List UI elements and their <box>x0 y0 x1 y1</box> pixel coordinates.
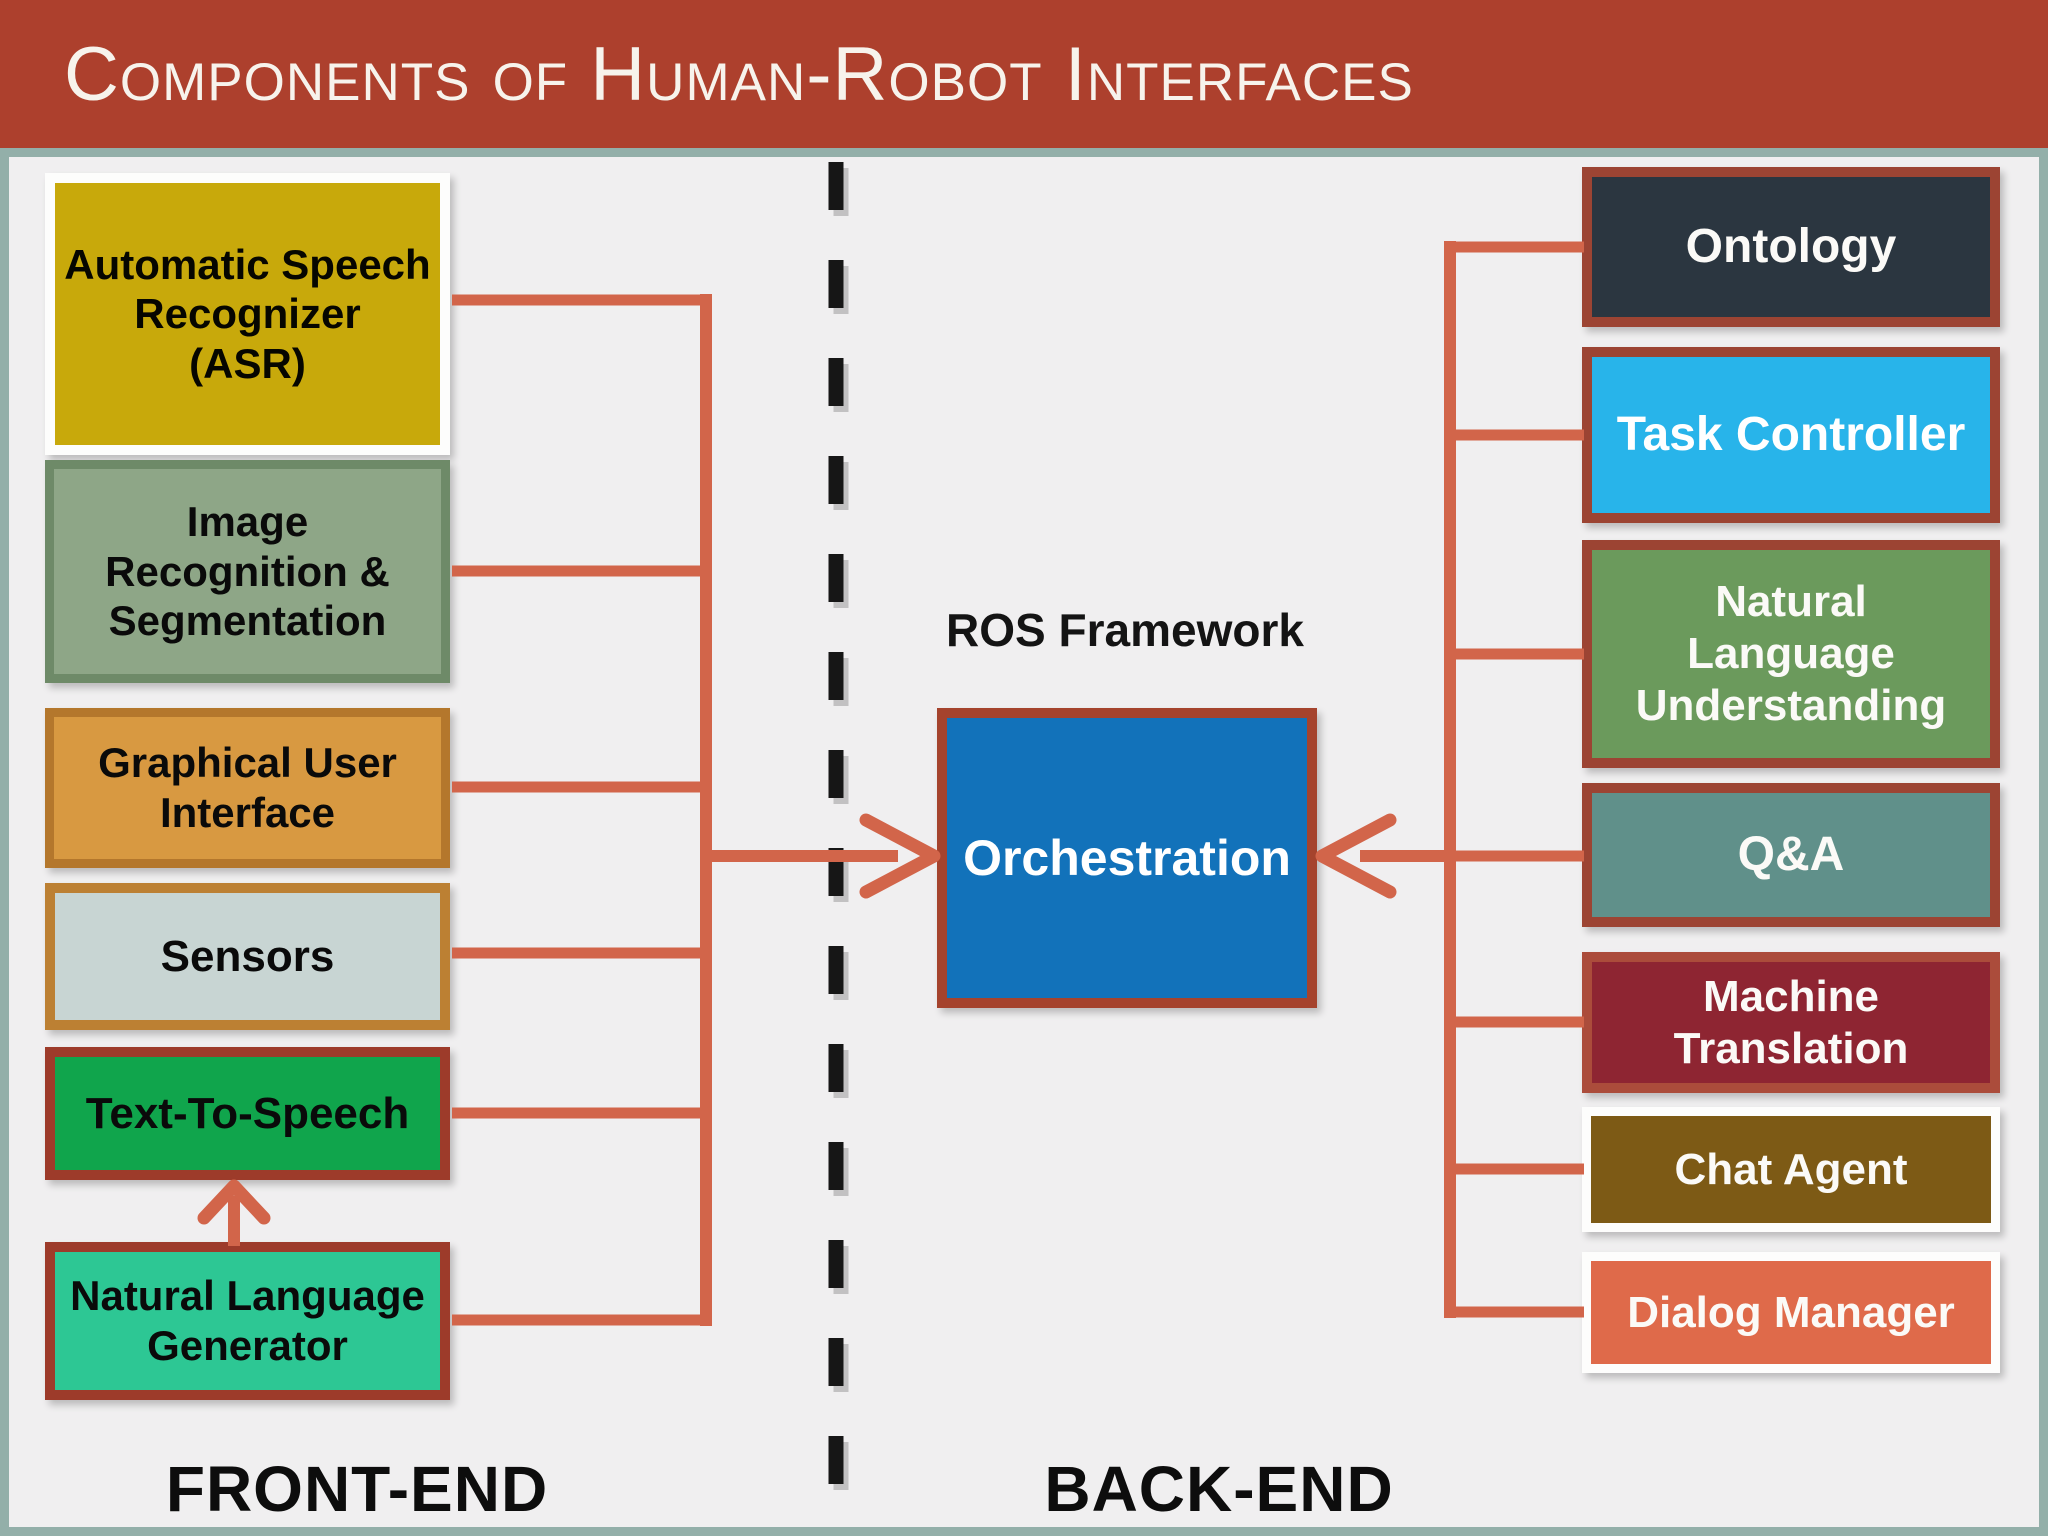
box-ontology: Ontology <box>1582 167 2000 327</box>
diagram-canvas: Automatic Speech Recognizer (ASR) Image … <box>0 148 2048 1536</box>
box-graphical-user-interface: Graphical User Interface <box>45 708 450 868</box>
box-label: Chat Agent <box>1674 1144 1908 1194</box>
page-title: Components of Human-Robot Interfaces <box>64 31 1414 117</box>
box-orchestration: Orchestration <box>937 708 1317 1008</box>
box-image-recognition-segmentation: Image Recognition & Segmentation <box>45 460 450 683</box>
box-task-controller: Task Controller <box>1582 347 2000 523</box>
box-label: Q&A <box>1737 827 1845 881</box>
box-sensors: Sensors <box>45 883 450 1030</box>
box-chat-agent: Chat Agent <box>1582 1107 2000 1232</box>
box-label: Image Recognition & Segmentation <box>105 498 390 645</box>
title-bar: Components of Human-Robot Interfaces <box>0 0 2048 148</box>
box-question-answering: Q&A <box>1582 783 2000 927</box>
box-dialog-manager: Dialog Manager <box>1582 1252 2000 1373</box>
box-text-to-speech: Text-To-Speech <box>45 1047 450 1180</box>
box-label: Automatic Speech Recognizer (ASR) <box>64 240 431 387</box>
box-label: Task Controller <box>1616 407 1966 461</box>
box-label: Orchestration <box>963 829 1291 886</box>
box-machine-translation: Machine Translation <box>1582 952 2000 1093</box>
box-label: Natural Language Understanding <box>1635 577 1947 730</box>
ros-framework-label: ROS Framework <box>946 604 1304 656</box>
box-label: Sensors <box>160 931 335 981</box>
box-natural-language-generator: Natural Language Generator <box>45 1242 450 1400</box>
box-label: Dialog Manager <box>1627 1287 1955 1337</box>
box-label: Ontology <box>1685 219 1897 273</box>
box-label: Text-To-Speech <box>85 1088 410 1138</box>
box-automatic-speech-recognizer: Automatic Speech Recognizer (ASR) <box>45 173 450 455</box>
box-natural-language-understanding: Natural Language Understanding <box>1582 540 2000 768</box>
box-label: Machine Translation <box>1673 971 1909 1073</box>
back-end-section-label: BACK-END <box>1044 1453 1394 1525</box>
box-label: Natural Language Generator <box>70 1272 425 1369</box>
front-end-section-label: FRONT-END <box>165 1453 549 1525</box>
box-label: Graphical User Interface <box>98 739 397 836</box>
